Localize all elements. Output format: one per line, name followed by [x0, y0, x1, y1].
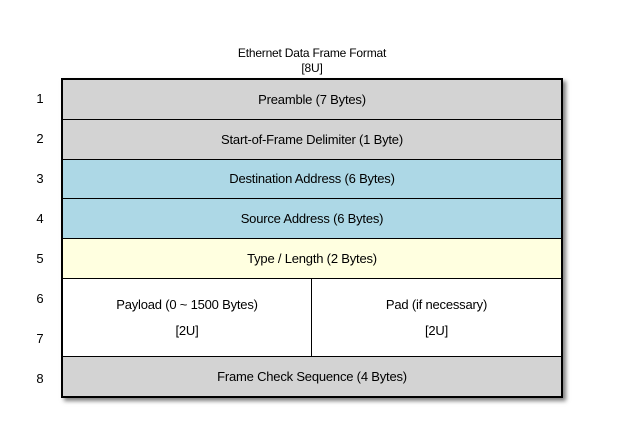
field-payload-label: Payload (0 ~ 1500 Bytes)	[116, 296, 258, 312]
row-number-7: 7	[36, 330, 44, 346]
field-preamble: Preamble (7 Bytes)	[63, 80, 561, 120]
frame-table: Preamble (7 Bytes) Start-of-Frame Delimi…	[61, 78, 563, 398]
field-frame-check-sequence: Frame Check Sequence (4 Bytes)	[63, 357, 561, 396]
field-pad-units: [2U]	[424, 322, 449, 338]
diagram-subtitle: [8U]	[301, 61, 323, 75]
field-fcs-label: Frame Check Sequence (4 Bytes)	[217, 369, 407, 385]
field-sfd-label: Start-of-Frame Delimiter (1 Byte)	[221, 131, 403, 147]
field-destination-address: Destination Address (6 Bytes)	[63, 159, 561, 200]
diagram-title-block: Ethernet Data Frame Format [8U]	[61, 46, 563, 76]
field-type-length: Type / Length (2 Bytes)	[63, 239, 561, 279]
row-number-5: 5	[36, 250, 44, 266]
payload-pad-row: Payload (0 ~ 1500 Bytes) [2U] Pad (if ne…	[63, 278, 561, 358]
field-payload-units: [2U]	[175, 322, 199, 338]
diagram-title: Ethernet Data Frame Format	[237, 46, 387, 60]
field-preamble-label: Preamble (7 Bytes)	[258, 91, 366, 107]
row-number-4: 4	[36, 210, 44, 226]
field-start-of-frame-delimiter: Start-of-Frame Delimiter (1 Byte)	[63, 119, 561, 160]
field-source-label: Source Address (6 Bytes)	[240, 211, 384, 227]
row-number-2: 2	[36, 130, 44, 146]
row-number-8: 8	[36, 370, 44, 386]
field-destination-label: Destination Address (6 Bytes)	[229, 171, 395, 187]
field-payload: Payload (0 ~ 1500 Bytes) [2U]	[63, 278, 312, 357]
row-number-3: 3	[36, 170, 44, 186]
field-source-address: Source Address (6 Bytes)	[63, 199, 561, 239]
row-number-1: 1	[36, 90, 44, 106]
row-number-column: 1 2 3 4 5 6 7 8	[26, 78, 54, 398]
field-pad-label: Pad (if necessary)	[385, 296, 488, 312]
field-pad: Pad (if necessary) [2U]	[312, 279, 561, 357]
field-type-length-label: Type / Length (2 Bytes)	[247, 250, 377, 266]
row-number-6: 6	[36, 290, 44, 306]
